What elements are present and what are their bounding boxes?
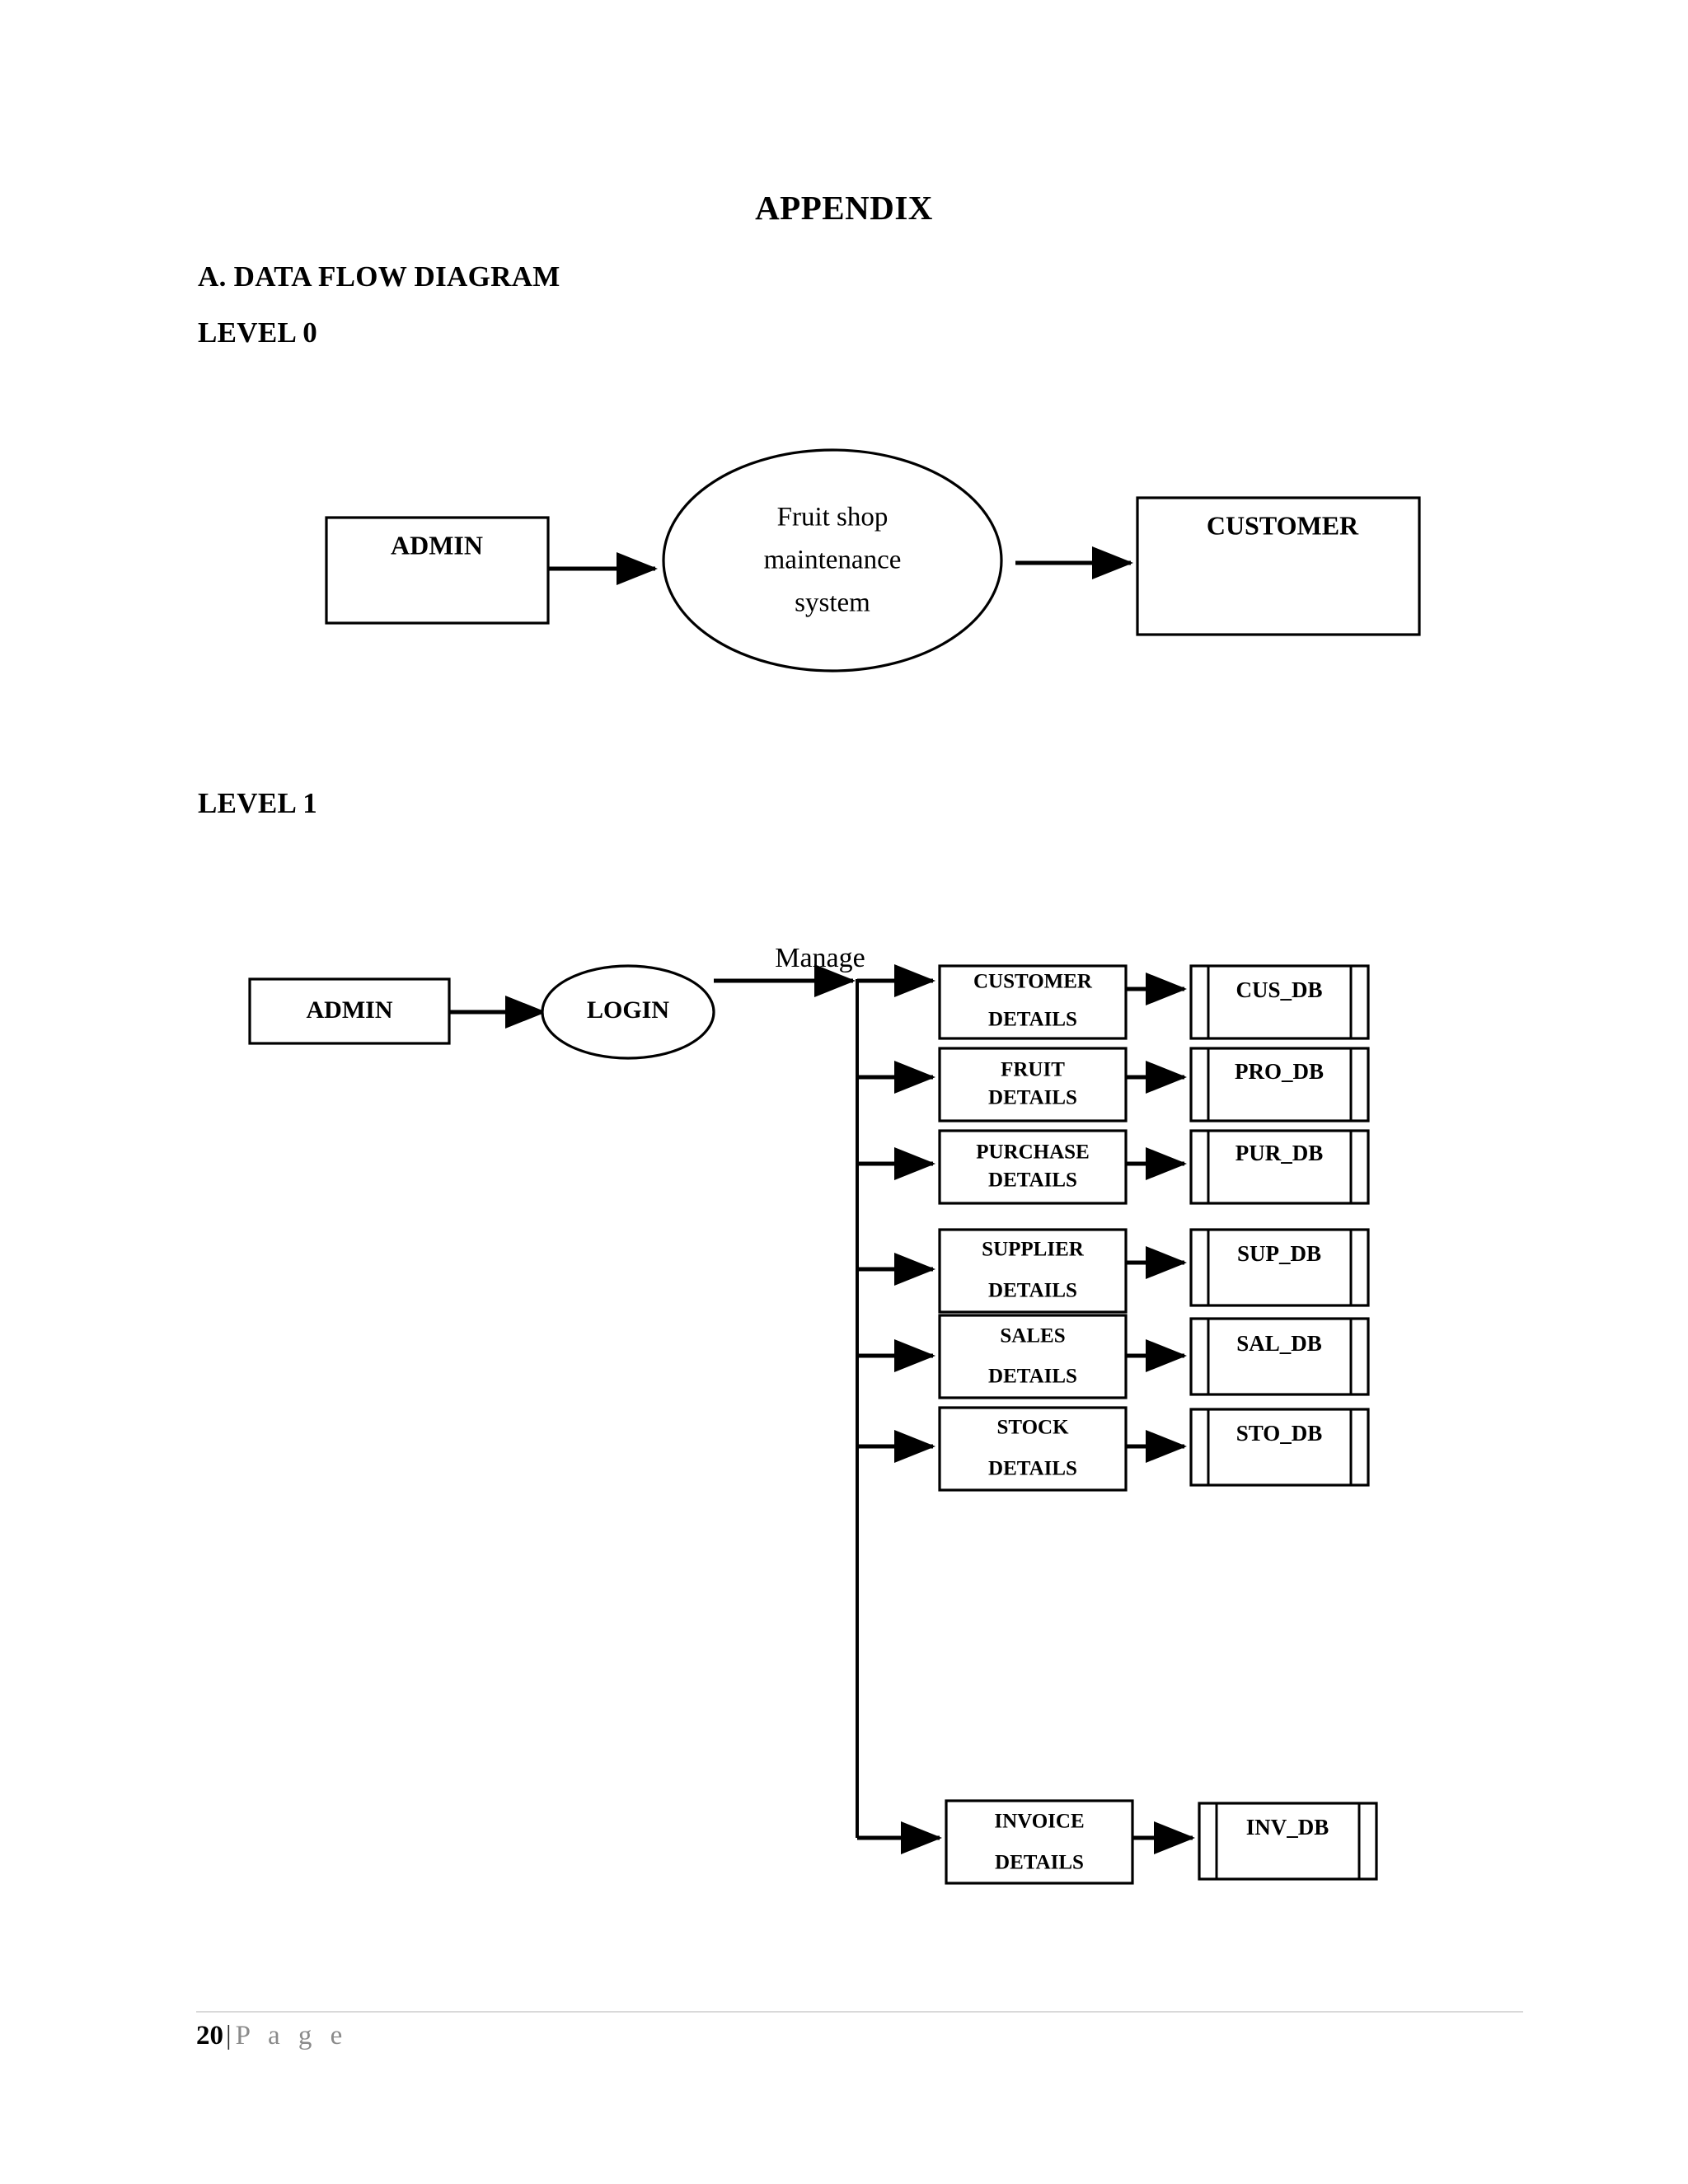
page-footer: 20|P a g e [196, 2021, 348, 2051]
footer-divider [196, 2011, 1523, 2013]
level0-process-line3: system [795, 588, 870, 618]
row-5-store-label: SAL_DB [1236, 1331, 1322, 1356]
row-4-store-label: SUP_DB [1237, 1241, 1321, 1266]
row-7-store-label: INV_DB [1246, 1815, 1329, 1840]
row-5-process-line1: SALES [1000, 1325, 1065, 1347]
row-3-store-label: PUR_DB [1236, 1141, 1324, 1165]
level1-manage-label: Manage [775, 943, 865, 973]
footer-page-number: 20 [196, 2021, 223, 2050]
level0-process-line1: Fruit shop [777, 503, 889, 532]
row-3-process-line2: DETAILS [988, 1169, 1077, 1192]
level0-customer-label: CUSTOMER [1207, 510, 1359, 540]
row-6-process-line1: STOCK [996, 1417, 1069, 1439]
level1-row-6: STOCK DETAILS STO_DB [857, 1406, 1370, 1492]
row-3-process-line1: PURCHASE [976, 1141, 1090, 1164]
level1-login-label: LOGIN [587, 996, 669, 1024]
row-5-process-line2: DETAILS [988, 1366, 1077, 1388]
row-4-process-line2: DETAILS [988, 1280, 1077, 1302]
level1-dfd: ADMIN LOGIN Manage CUSTOMER DETAILS [0, 907, 1688, 1937]
level0-heading: LEVEL 0 [198, 316, 318, 349]
row-1-process-line1: CUSTOMER [973, 971, 1093, 993]
section-heading: A. DATA FLOW DIAGRAM [198, 260, 560, 293]
level0-process-line2: maintenance [764, 546, 902, 575]
row-1-store-label: CUS_DB [1236, 977, 1322, 1002]
row-7-process-line2: DETAILS [995, 1852, 1084, 1874]
level1-row-3: PURCHASE DETAILS PUR_DB [857, 1129, 1370, 1205]
level1-admin-label: ADMIN [307, 996, 393, 1024]
level1-row-1: CUSTOMER DETAILS CUS_DB [857, 964, 1370, 1040]
row-6-process-line2: DETAILS [988, 1458, 1077, 1480]
row-2-process-line2: DETAILS [988, 1087, 1077, 1109]
level1-heading: LEVEL 1 [198, 787, 318, 819]
row-4-process-line1: SUPPLIER [982, 1239, 1085, 1261]
footer-page-word: P a g e [235, 2021, 349, 2050]
row-1-process-line2: DETAILS [988, 1009, 1077, 1031]
row-7-process-line1: INVOICE [994, 1811, 1084, 1833]
level0-dfd: ADMIN Fruit shop maintenance system CUST… [0, 0, 1688, 709]
level1-row-4: SUPPLIER DETAILS SUP_DB [857, 1228, 1370, 1314]
level1-row-7: INVOICE DETAILS INV_DB [857, 1799, 1378, 1885]
row-2-process-line1: FRUIT [1001, 1059, 1065, 1081]
row-6-store-label: STO_DB [1236, 1421, 1323, 1446]
footer-separator: | [226, 2021, 232, 2050]
page-title: APPENDIX [755, 189, 933, 227]
level1-row-2: FRUIT DETAILS PRO_DB [857, 1047, 1370, 1122]
row-2-store-label: PRO_DB [1235, 1059, 1324, 1084]
level0-admin-label: ADMIN [391, 530, 483, 560]
level1-row-5: SALES DETAILS SAL_DB [857, 1314, 1370, 1399]
